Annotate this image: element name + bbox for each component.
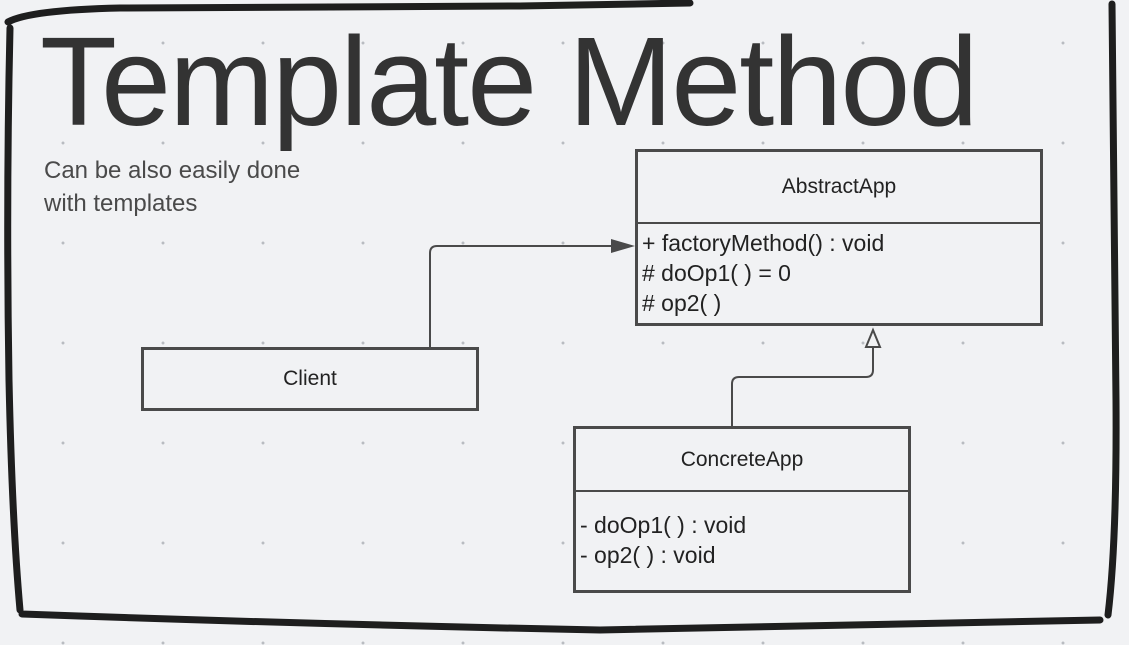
class-name: ConcreteApp: [680, 447, 804, 471]
class-name: AbstractApp: [781, 175, 897, 198]
class-member: # doOp1( ) = 0: [642, 260, 791, 286]
class-name: Client: [283, 367, 337, 390]
class-members: + factoryMethod() : void # doOp1( ) = 0 …: [638, 222, 1040, 318]
class-member: # op2( ): [642, 290, 722, 316]
subtitle-line: with templates: [44, 190, 198, 217]
class-client[interactable]: Client: [141, 347, 479, 411]
class-members: - doOp1( ) : void - op2( ) : void: [576, 490, 908, 570]
class-member: + factoryMethod() : void: [642, 230, 885, 256]
class-abstractapp[interactable]: AbstractApp + factoryMethod() : void # d…: [635, 149, 1043, 326]
class-concreteapp[interactable]: ConcreteApp - doOp1( ) : void - op2( ) :…: [573, 426, 911, 593]
diagram-title: Template Method: [40, 11, 979, 152]
subtitle-line: Can be also easily done: [44, 157, 301, 184]
class-member: - op2( ) : void: [580, 542, 716, 568]
class-member: - doOp1( ) : void: [580, 512, 747, 538]
diagram-subtitle: Can be also easily done with templates: [44, 154, 300, 220]
